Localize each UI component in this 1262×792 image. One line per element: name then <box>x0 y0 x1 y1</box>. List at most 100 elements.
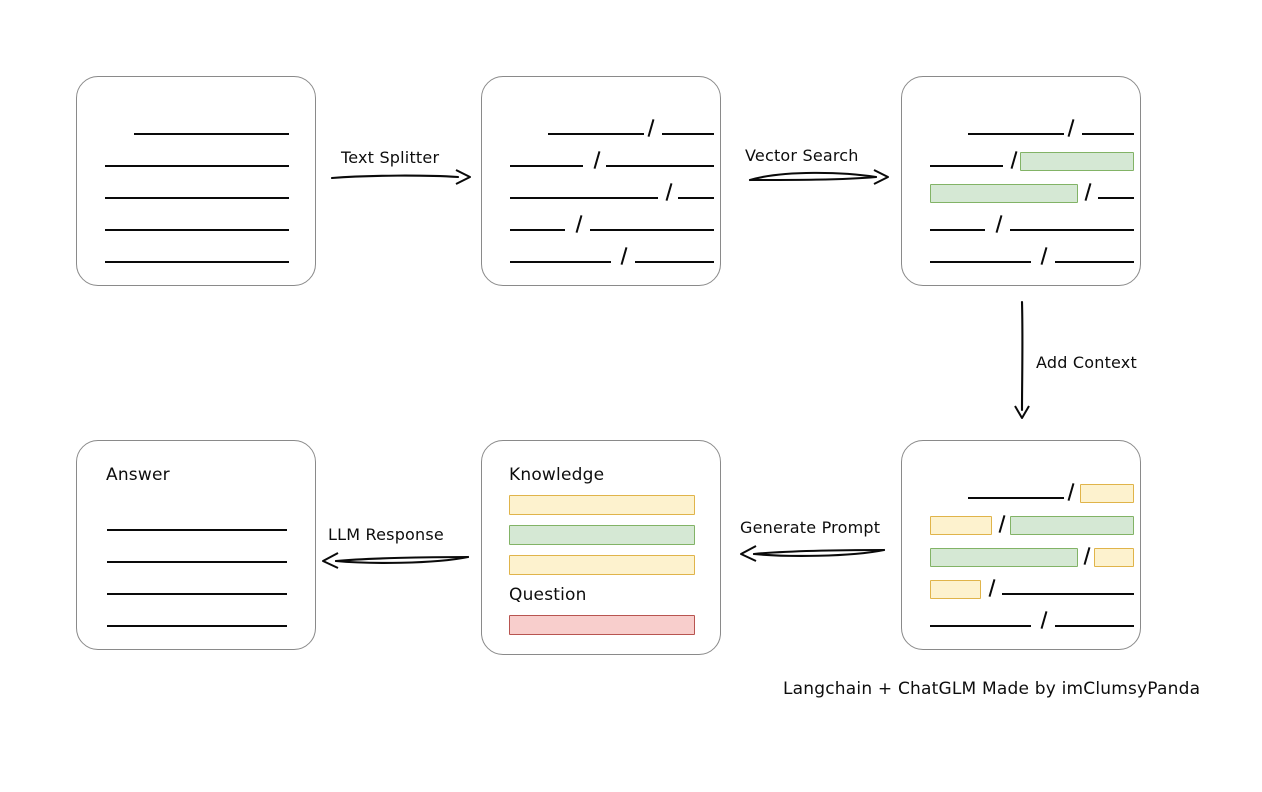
question-heading: Question <box>509 585 587 605</box>
answer-heading: Answer <box>106 465 170 485</box>
text-rule <box>662 133 714 135</box>
text-rule <box>590 229 714 231</box>
document-line <box>77 181 315 203</box>
text-rule <box>1055 261 1134 263</box>
document-line <box>902 149 1140 171</box>
document-line <box>77 149 315 171</box>
chunk-separator-icon <box>996 514 1007 534</box>
node-split-document[interactable] <box>481 76 721 286</box>
highlighted-chunk-green <box>930 184 1078 203</box>
document-line <box>902 609 1140 631</box>
document-line <box>77 213 315 235</box>
document-line <box>902 117 1140 139</box>
document-line <box>902 245 1140 267</box>
vector-matched-lines <box>902 77 1140 285</box>
edge-label-text-splitter: Text Splitter <box>341 148 440 167</box>
document-line <box>902 577 1140 599</box>
answer-lines <box>77 441 315 649</box>
text-rule <box>510 229 565 231</box>
highlighted-chunk-green <box>1020 152 1134 171</box>
edge-arrow-llm-response <box>322 552 470 569</box>
edge-arrow-generate-prompt <box>740 545 886 562</box>
text-rule <box>105 261 289 263</box>
text-rule <box>105 229 289 231</box>
diagram-caption: Langchain + ChatGLM Made by imClumsyPand… <box>783 679 1201 699</box>
text-rule <box>105 197 289 199</box>
text-rule <box>1055 625 1134 627</box>
text-rule <box>1082 133 1134 135</box>
chunk-separator-icon <box>1065 118 1076 138</box>
node-source-document[interactable] <box>76 76 316 286</box>
document-line <box>482 181 720 203</box>
knowledge-bar-yellow <box>509 555 695 575</box>
question-bar-red <box>509 615 695 635</box>
source-document-lines <box>77 77 315 285</box>
text-rule <box>606 165 714 167</box>
text-rule <box>930 261 1031 263</box>
document-line <box>77 513 315 535</box>
document-line <box>77 577 315 599</box>
text-rule <box>930 625 1031 627</box>
text-rule <box>930 165 1003 167</box>
document-line <box>902 481 1140 503</box>
node-answer[interactable]: Answer <box>76 440 316 650</box>
chunk-separator-icon <box>618 246 629 266</box>
chunk-separator-icon <box>663 182 674 202</box>
node-prompt[interactable]: Knowledge Question <box>481 440 721 655</box>
text-rule <box>635 261 714 263</box>
text-rule <box>930 229 985 231</box>
chunk-separator-icon <box>573 214 584 234</box>
edge-arrow-vector-search <box>748 169 889 185</box>
edge-arrow-text-splitter <box>330 169 471 185</box>
text-rule <box>968 133 1064 135</box>
highlighted-chunk-yellow <box>1080 484 1134 503</box>
chunk-separator-icon <box>1081 546 1092 566</box>
text-rule <box>107 561 287 563</box>
chunk-separator-icon <box>1008 150 1019 170</box>
text-rule <box>107 593 287 595</box>
document-line <box>482 213 720 235</box>
knowledge-bar-green <box>509 525 695 545</box>
edge-label-generate-prompt: Generate Prompt <box>740 518 881 537</box>
context-document-lines <box>902 441 1140 649</box>
knowledge-bar-yellow <box>509 495 695 515</box>
chunk-separator-icon <box>645 118 656 138</box>
text-rule <box>510 261 611 263</box>
highlighted-chunk-yellow <box>930 516 992 535</box>
edge-label-llm-response: LLM Response <box>328 525 444 544</box>
document-line <box>902 181 1140 203</box>
chunk-separator-icon <box>986 578 997 598</box>
edge-label-add-context: Add Context <box>1036 353 1137 372</box>
document-line <box>902 513 1140 535</box>
document-line <box>482 117 720 139</box>
text-rule <box>1010 229 1134 231</box>
text-rule <box>968 497 1064 499</box>
split-document-lines <box>482 77 720 285</box>
text-rule <box>107 625 287 627</box>
highlighted-chunk-green <box>1010 516 1134 535</box>
document-line <box>77 117 315 139</box>
document-line <box>77 609 315 631</box>
text-rule <box>548 133 644 135</box>
document-line <box>482 149 720 171</box>
highlighted-chunk-yellow <box>1094 548 1134 567</box>
chunk-separator-icon <box>1038 610 1049 630</box>
text-rule <box>105 165 289 167</box>
chunk-separator-icon <box>1082 182 1093 202</box>
knowledge-heading: Knowledge <box>509 465 605 485</box>
node-context-document[interactable] <box>901 440 1141 650</box>
text-rule <box>134 133 289 135</box>
document-line <box>902 545 1140 567</box>
document-line <box>77 245 315 267</box>
text-rule <box>107 529 287 531</box>
node-vector-matched-document[interactable] <box>901 76 1141 286</box>
document-line <box>902 213 1140 235</box>
text-rule <box>1002 593 1134 595</box>
text-rule <box>678 197 714 199</box>
text-rule <box>1098 197 1134 199</box>
document-line <box>482 245 720 267</box>
edge-arrow-add-context <box>1014 300 1030 419</box>
highlighted-chunk-green <box>930 548 1078 567</box>
text-rule <box>510 165 583 167</box>
